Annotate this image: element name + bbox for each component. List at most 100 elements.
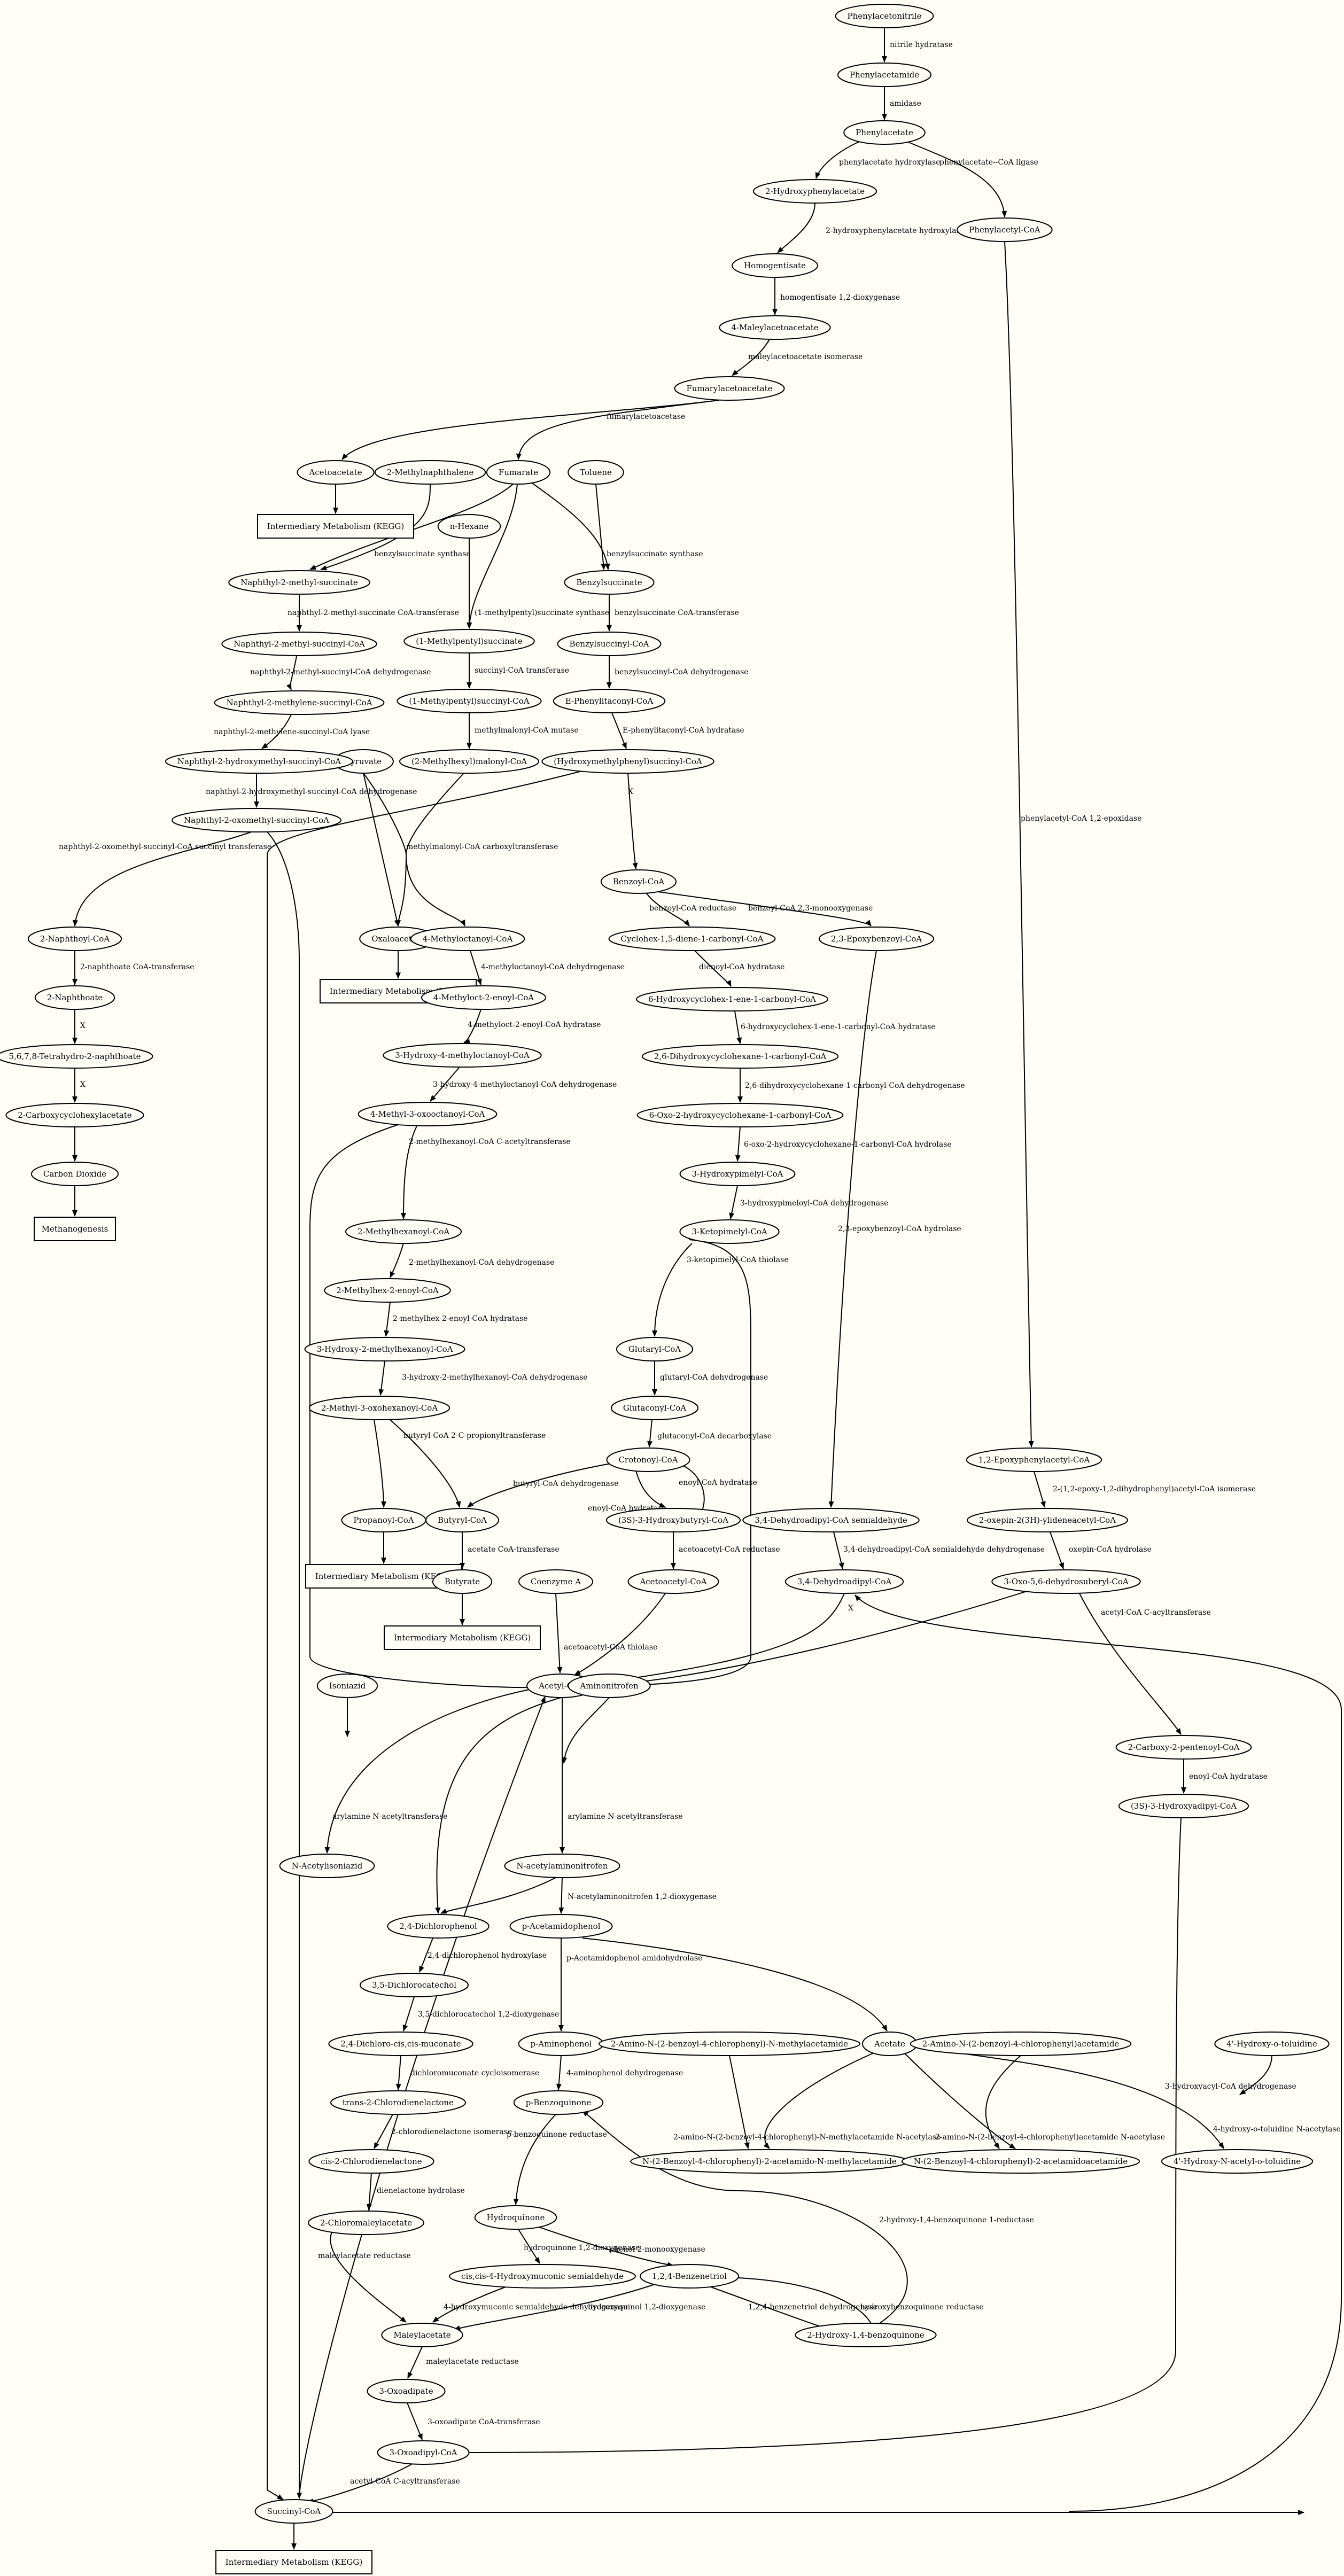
edge-line	[73, 831, 252, 927]
node-label: Butyryl-CoA	[438, 1515, 487, 1525]
node-n98[interactable]: Succinyl-CoA	[254, 2499, 333, 2524]
node-n70[interactable]: Aminonitrofen	[568, 1674, 651, 1698]
node-n64[interactable]: Acetoacetyl-CoA	[627, 1569, 719, 1594]
node-n65[interactable]: 3,4-Dehydroadipyl-CoA	[784, 1569, 904, 1594]
node-n52[interactable]: 2-Methyl-3-oxohexanoyl-CoA	[308, 1396, 450, 1420]
node-n24[interactable]: (2-Methylhexyl)malonyl-CoA	[399, 749, 540, 774]
node-n25[interactable]: Naphthyl-2-hydroxymethyl-succinyl-CoA	[165, 749, 354, 774]
node-n63[interactable]: Coenzyme A	[518, 1569, 594, 1594]
node-n14[interactable]: n-Hexane	[437, 514, 501, 539]
node-n78[interactable]: 2,4-Dichloro-cis,cis-muconate	[328, 2032, 473, 2056]
node-n45[interactable]: 3-Hydroxypimelyl-CoA	[679, 1162, 796, 1186]
node-n7[interactable]: 4-Maleylacetoacetate	[719, 315, 831, 340]
node-n56[interactable]: 2-oxepin-2(3H)-ylideneacetyl-CoA	[966, 1508, 1129, 1532]
node-n81[interactable]: Acetate	[862, 2032, 918, 2056]
node-n85[interactable]: p-Benzoquinone	[513, 2090, 604, 2115]
node-n94[interactable]: Maleylacetate	[381, 2323, 463, 2347]
edge-label: 2-methylhex-2-enoyl-CoA hydratase	[393, 1314, 527, 1323]
node-n15[interactable]: Naphthyl-2-methyl-succinate	[228, 570, 370, 595]
node-n47[interactable]: 2-Methylhexanoyl-CoA	[345, 1219, 462, 1244]
node-n3[interactable]: Phenylacetate	[843, 120, 926, 145]
node-n62[interactable]: Butyrate	[432, 1569, 493, 1594]
node-n8[interactable]: Fumarylacetoacetate	[674, 376, 785, 401]
node-n36[interactable]: 2-Naphthoate	[34, 985, 115, 1010]
node-n50[interactable]: 3-Hydroxy-2-methylhexanoyl-CoA	[304, 1337, 465, 1361]
node-n4[interactable]: 2-Hydroxyphenylacetate	[752, 179, 877, 204]
node-n10[interactable]: 2-Methylnaphthalene	[374, 460, 486, 485]
node-n89[interactable]: cis-2-Chlorodienelactone	[308, 2149, 434, 2174]
node-n49[interactable]: 2-Methylhex-2-enoyl-CoA	[324, 1278, 451, 1303]
node-n11[interactable]: Fumarate	[486, 460, 551, 485]
node-n26[interactable]: (Hydroxymethylphenyl)succinyl-CoA	[541, 749, 714, 774]
node-n53[interactable]: Glutaconyl-CoA	[610, 1396, 699, 1420]
node-n31[interactable]: 2-Naphthoyl-CoA	[27, 927, 122, 951]
node-n27[interactable]: Naphthyl-2-oxomethyl-succinyl-CoA	[172, 808, 341, 832]
node-n43[interactable]: 6-Oxo-2-hydroxycyclohexane-1-carbonyl-Co…	[636, 1103, 844, 1127]
node-n72[interactable]: (3S)-3-Hydroxyadipyl-CoA	[1118, 1794, 1249, 1818]
node-n55[interactable]: Crotonoyl-CoA	[606, 1447, 690, 1472]
node-n83[interactable]: 4'-Hydroxy-o-toluidine	[1214, 2032, 1330, 2056]
node-n79[interactable]: p-Aminophenol	[518, 2032, 604, 2056]
node-n40[interactable]: 2,6-Dihydroxycyclohexane-1-carbonyl-CoA	[641, 1044, 839, 1069]
node-n87[interactable]: N-(2-Benzoyl-4-chlorophenyl)-2-acetamido…	[901, 2149, 1140, 2174]
node-n51[interactable]: Glutaryl-CoA	[616, 1337, 694, 1361]
node-n16[interactable]: Benzylsuccinate	[564, 570, 655, 595]
node-n2[interactable]: Phenylacetamide	[837, 63, 932, 87]
node-n80[interactable]: 2-Amino-N-(2-benzoyl-4-chlorophenyl)-N-m…	[599, 2032, 860, 2056]
node-n90[interactable]: Hydroquinone	[474, 2205, 557, 2230]
node-n12[interactable]: Toluene	[568, 460, 624, 485]
node-n17[interactable]: (1-Methylpentyl)succinate	[403, 629, 535, 653]
node-n20[interactable]: (1-Methylpentyl)succinyl-CoA	[397, 689, 542, 713]
node-n21[interactable]: Naphthyl-2-methylene-succinyl-CoA	[214, 690, 385, 715]
node-n73[interactable]: N-Acetylisoniazid	[279, 1854, 375, 1878]
node-n30[interactable]: 4-Methyloctanoyl-CoA	[410, 927, 525, 951]
node-n1[interactable]: Phenylacetonitrile	[835, 4, 934, 28]
node-n86[interactable]: N-(2-Benzoyl-4-chlorophenyl)-2-acetamido…	[630, 2149, 909, 2174]
node-n88[interactable]: 4'-Hydroxy-N-acetyl-o-toluidine	[1161, 2149, 1314, 2174]
node-n41[interactable]: 4-Methyl-3-oxooctanoyl-CoA	[358, 1102, 498, 1126]
node-n60[interactable]: 3,4-Dehydroadipyl-CoA semialdehyde	[742, 1508, 920, 1532]
node-n37[interactable]: 6-Hydroxycyclohex-1-ene-1-carbonyl-CoA	[635, 987, 829, 1011]
node-n69[interactable]: Isoniazid	[316, 1674, 378, 1698]
node-n57[interactable]: Propanoyl-CoA	[341, 1508, 426, 1532]
node-n46[interactable]: Methanogenesis	[34, 1217, 116, 1241]
node-n42[interactable]: 2-Carboxycyclohexylacetate	[5, 1103, 144, 1127]
node-n44[interactable]: Carbon Dioxide	[30, 1162, 119, 1186]
node-n48[interactable]: 3-Ketopimelyl-CoA	[679, 1219, 780, 1244]
node-n35[interactable]: 4-Methyloct-2-enoyl-CoA	[421, 985, 547, 1010]
node-n39[interactable]: 5,6,7,8-Tetrahydro-2-naphthoate	[0, 1044, 153, 1069]
node-n6[interactable]: Homogentisate	[732, 253, 818, 278]
node-n38[interactable]: 3-Hydroxy-4-methyloctanoyl-CoA	[383, 1043, 542, 1068]
node-n82[interactable]: 2-Amino-N-(2-benzoyl-4-chlorophenyl)acet…	[910, 2032, 1132, 2056]
node-n92[interactable]: cis,cis-4-Hydroxymuconic semialdehyde	[449, 2264, 636, 2289]
node-n67[interactable]: Intermediary Metabolism (KEGG)	[384, 1625, 541, 1650]
node-n58[interactable]: Butyryl-CoA	[425, 1508, 500, 1532]
node-n96[interactable]: 3-Oxoadipate	[367, 2379, 446, 2403]
node-n28[interactable]: Benzoyl-CoA	[600, 869, 677, 894]
node-n9[interactable]: Acetoacetate	[297, 460, 375, 485]
node-n74[interactable]: N-acetylaminonitrofen	[504, 1854, 620, 1878]
node-n32[interactable]: Cyclohex-1,5-diene-1-carbonyl-CoA	[608, 927, 776, 951]
node-n54[interactable]: 1,2-Epoxyphenylacetyl-CoA	[966, 1447, 1102, 1472]
edge-label: 3-hydroxy-4-methyloctanoyl-CoA dehydroge…	[433, 1080, 617, 1089]
node-n66[interactable]: 3-Oxo-5,6-dehydrosuberyl-CoA	[991, 1569, 1141, 1594]
node-n71[interactable]: 2-Carboxy-2-pentenoyl-CoA	[1115, 1735, 1252, 1760]
node-label: Intermediary Metabolism (KEGG)	[315, 1571, 452, 1581]
node-n91[interactable]: 2-Chloromaleylacetate	[308, 2211, 424, 2235]
node-n59[interactable]: (3S)-3-Hydroxybutyryl-CoA	[605, 1508, 741, 1532]
node-n93[interactable]: 1,2,4-Benzenetriol	[640, 2264, 739, 2289]
node-n75[interactable]: 2,4-Dichlorophenol	[387, 1914, 490, 1939]
node-n33[interactable]: 2,3-Epoxybenzoyl-CoA	[818, 927, 935, 951]
node-n22[interactable]: E-Phenylitaconyl-CoA	[553, 689, 666, 713]
node-n99[interactable]: Intermediary Metabolism (KEGG)	[215, 2550, 372, 2574]
node-n76[interactable]: p-Acetamidophenol	[509, 1914, 613, 1939]
node-n19[interactable]: Benzylsuccinyl-CoA	[557, 632, 662, 656]
node-n5[interactable]: Phenylacetyl-CoA	[957, 217, 1053, 242]
node-n97[interactable]: 3-Oxoadipyl-CoA	[377, 2440, 470, 2465]
node-n95[interactable]: 2-Hydroxy-1,4-benzoquinone	[795, 2323, 937, 2347]
node-label: 3,5-Dichlorocatechol	[372, 1980, 456, 1990]
node-n84[interactable]: trans-2-Chlorodienelactone	[330, 2090, 466, 2115]
node-n77[interactable]: 3,5-Dichlorocatechol	[360, 1973, 469, 1997]
node-n13[interactable]: Intermediary Metabolism (KEGG)	[257, 514, 414, 539]
node-n18[interactable]: Naphthyl-2-methyl-succinyl-CoA	[221, 632, 377, 656]
